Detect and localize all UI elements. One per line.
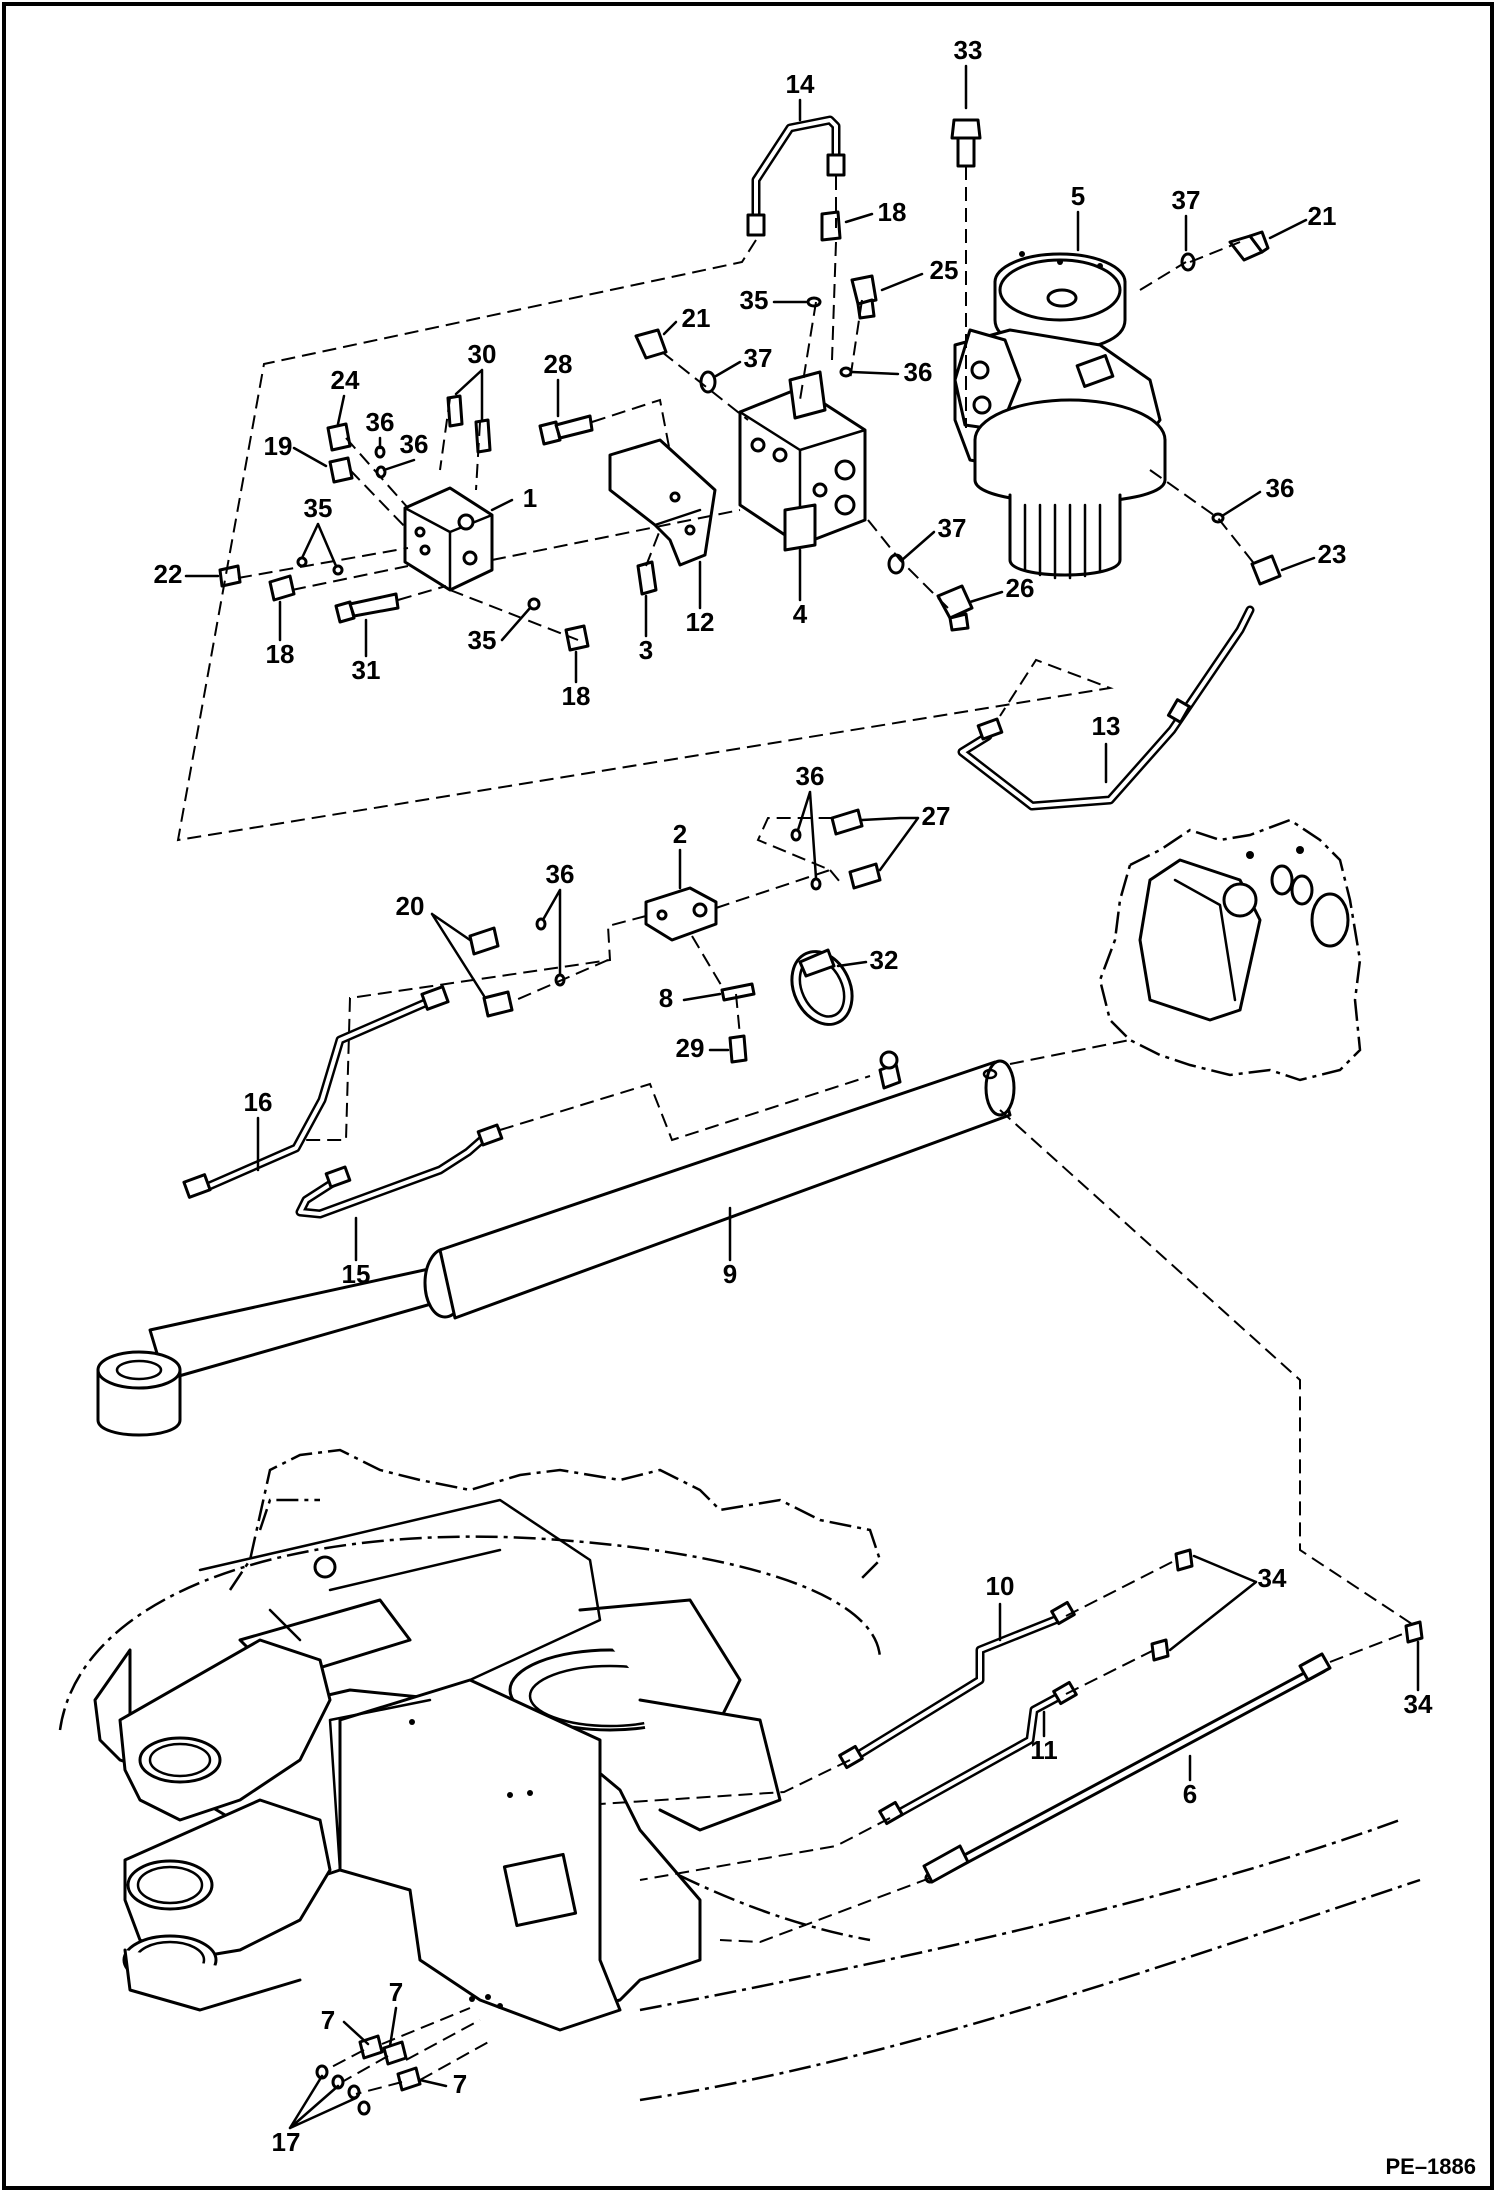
callout-label-36: 36: [1266, 473, 1295, 503]
callout-label-32: 32: [870, 945, 899, 975]
callout-label-4: 4: [793, 599, 808, 629]
callout-label-7: 7: [321, 2005, 335, 2035]
callout-label-17: 17: [272, 2127, 301, 2157]
callout-label-33: 33: [954, 35, 983, 65]
callout-label-14: 14: [786, 69, 815, 99]
callout-label-18: 18: [878, 197, 907, 227]
callout-label-15: 15: [342, 1259, 371, 1289]
callout-label-3: 3: [639, 635, 653, 665]
callout-label-25: 25: [930, 255, 959, 285]
callout-label-18: 18: [562, 681, 591, 711]
callout-label-6: 6: [1183, 1779, 1197, 1809]
callout-label-21: 21: [682, 303, 711, 333]
valve-block-1: [403, 486, 494, 592]
callout-label-37: 37: [744, 343, 773, 373]
callout-label-22: 22: [154, 559, 183, 589]
boom-mount-phantom: [1098, 818, 1362, 1082]
mounting-bracket-12: [608, 438, 717, 567]
callout-label-34: 34: [1258, 1563, 1287, 1593]
swing-motor: [953, 251, 1167, 580]
callout-label-23: 23: [1318, 539, 1347, 569]
callout-label-35: 35: [468, 625, 497, 655]
callout-label-26: 26: [1006, 573, 1035, 603]
callout-label-19: 19: [264, 431, 293, 461]
swing-frame-casting: [58, 1448, 1421, 2102]
hydraulic-tubes: [182, 115, 1332, 1884]
callout-label-37: 37: [1172, 185, 1201, 215]
callout-label-9: 9: [723, 1259, 737, 1289]
callout-label-10: 10: [986, 1571, 1015, 1601]
callout-label-34: 34: [1404, 1689, 1433, 1719]
fittings: [218, 118, 1424, 2116]
callout-label-36: 36: [400, 429, 429, 459]
callout-label-31: 31: [352, 655, 381, 685]
callout-label-11: 11: [1030, 1735, 1058, 1765]
callout-label-36: 36: [366, 407, 395, 437]
callout-label-7: 7: [389, 1977, 403, 2007]
callout-label-30: 30: [468, 339, 497, 369]
callout-label-13: 13: [1092, 711, 1121, 741]
callout-label-5: 5: [1071, 181, 1085, 211]
callout-label-36: 36: [904, 357, 933, 387]
callout-label-35: 35: [740, 285, 769, 315]
callout-label-7: 7: [453, 2069, 467, 2099]
callout-label-28: 28: [544, 349, 573, 379]
callout-label-36: 36: [796, 761, 825, 791]
callout-label-8: 8: [659, 983, 673, 1013]
swing-cylinder: [96, 1050, 1016, 1437]
valve-block-4: [738, 370, 867, 552]
callout-label-2: 2: [673, 819, 687, 849]
callout-label-24: 24: [331, 365, 360, 395]
callout-label-35: 35: [304, 493, 333, 523]
callout-label-16: 16: [244, 1087, 273, 1117]
callout-label-29: 29: [676, 1033, 705, 1063]
callout-label-20: 20: [396, 891, 425, 921]
assembly-leader-lines: [176, 166, 1413, 2095]
callout-label-1: 1: [523, 483, 537, 513]
callout-label-27: 27: [922, 801, 951, 831]
callout-label-37: 37: [938, 513, 967, 543]
callout-label-18: 18: [266, 639, 295, 669]
drawing-code: PE–1886: [1385, 2154, 1476, 2179]
callout-label-36: 36: [546, 859, 575, 889]
callout-leaders: [184, 64, 1420, 2130]
callout-label-21: 21: [1308, 201, 1337, 231]
callout-label-12: 12: [686, 607, 715, 637]
